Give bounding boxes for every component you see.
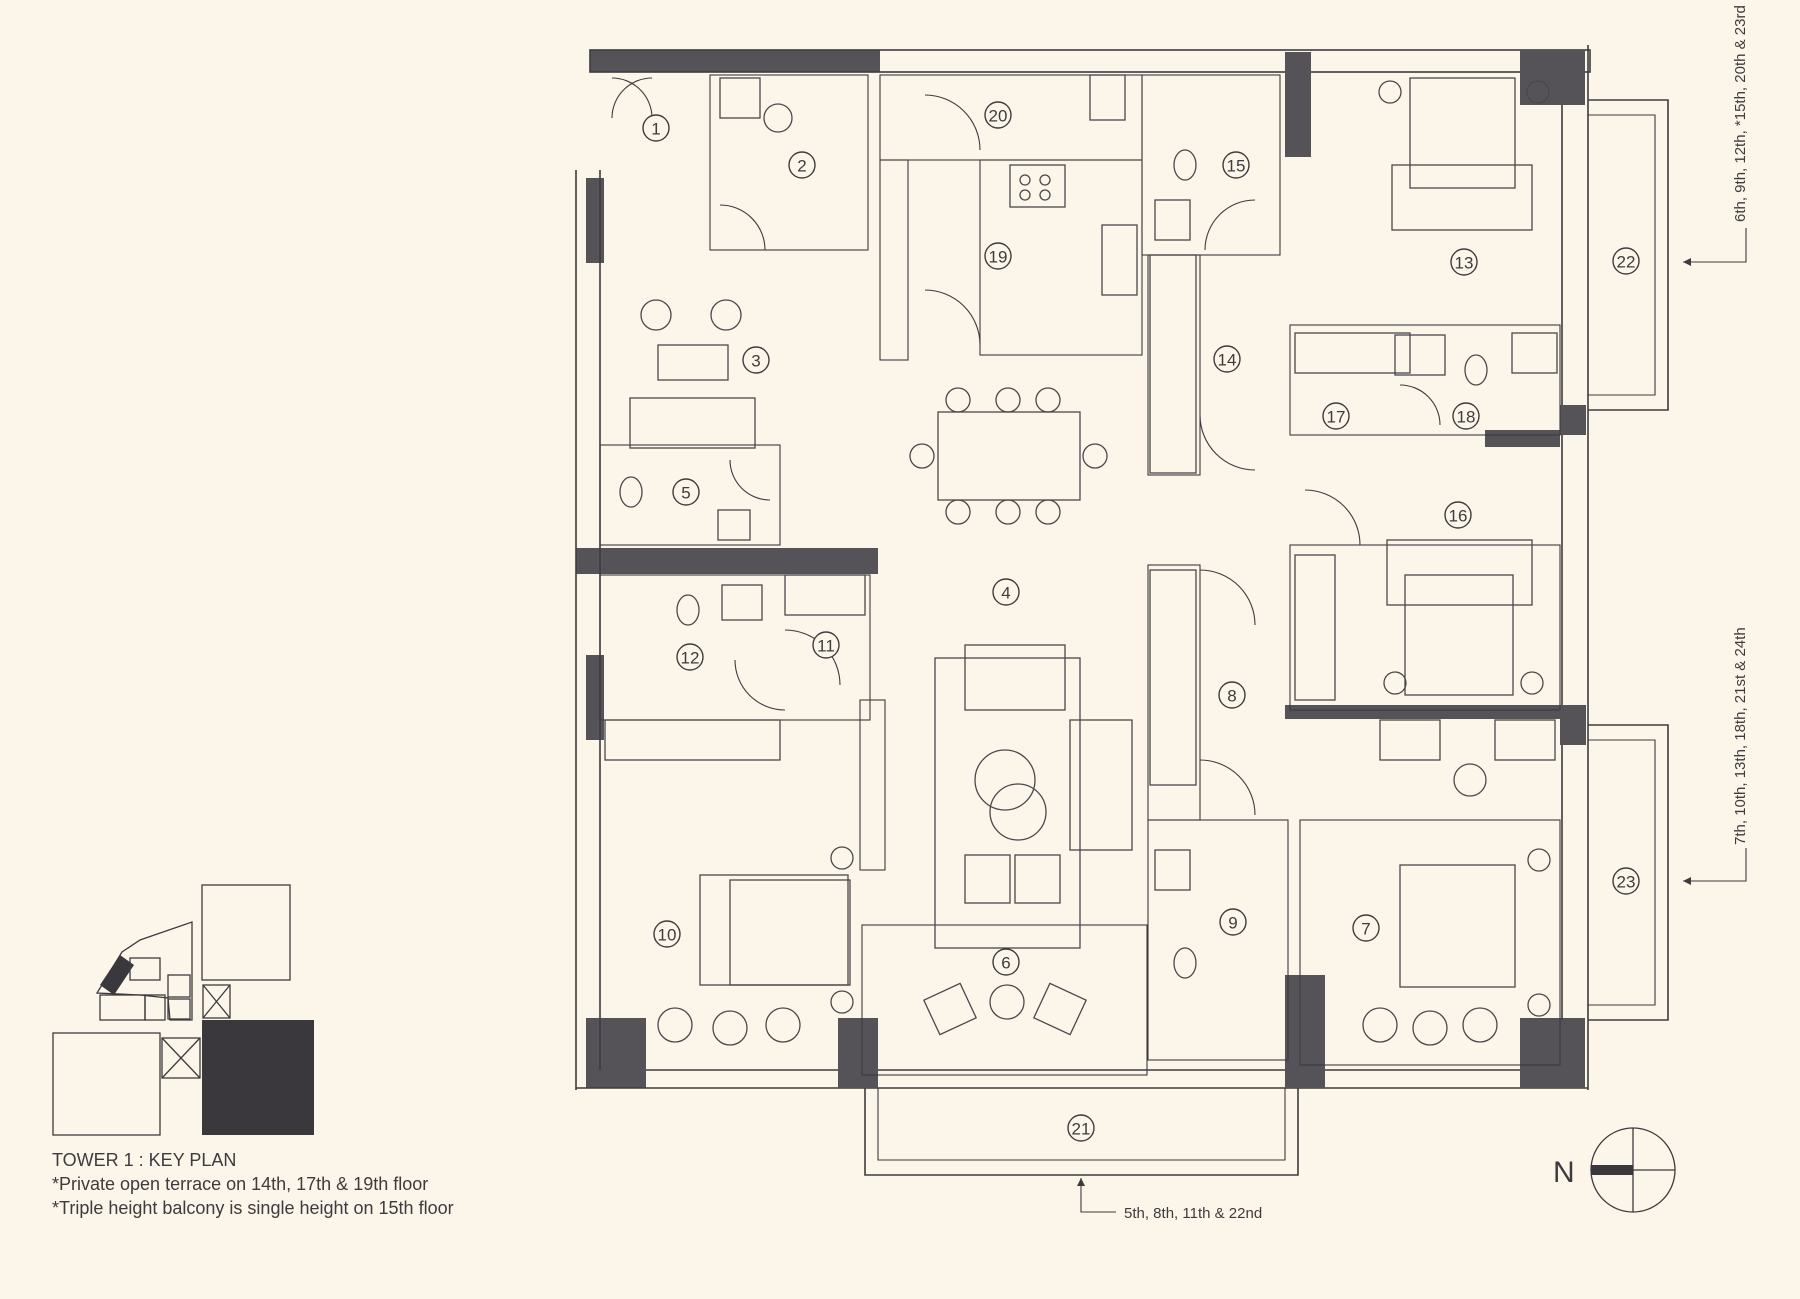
svg-text:17: 17	[1327, 408, 1346, 427]
svg-text:3: 3	[751, 352, 760, 371]
room-19-badge: 19	[984, 242, 1012, 270]
svg-text:7: 7	[1361, 920, 1370, 939]
room-6-badge: 6	[992, 948, 1020, 976]
note-terrace: *Private open terrace on 14th, 17th & 19…	[52, 1174, 429, 1194]
room-16-badge: 16	[1444, 501, 1472, 529]
svg-text:13: 13	[1455, 254, 1474, 273]
room-10-badge: 10	[653, 920, 681, 948]
svg-text:12: 12	[681, 649, 700, 668]
key-plan	[52, 884, 314, 1136]
room-3-badge: 3	[742, 346, 770, 374]
balcony-21-callout: 5th, 8th, 11th & 22nd	[1124, 1205, 1262, 1222]
room-11-badge: 11	[812, 631, 840, 659]
furniture	[604, 74, 1558, 1046]
svg-text:9: 9	[1228, 914, 1237, 933]
svg-text:4: 4	[1001, 584, 1010, 603]
svg-text:5: 5	[681, 484, 690, 503]
svg-text:14: 14	[1218, 351, 1237, 370]
svg-text:1: 1	[651, 120, 660, 139]
svg-text:23: 23	[1617, 873, 1636, 892]
key-plan-title: TOWER 1 : KEY PLAN	[52, 1150, 237, 1170]
interior-walls	[599, 74, 1669, 1176]
room-15-badge: 15	[1222, 151, 1250, 179]
room-4-badge: 4	[992, 578, 1020, 606]
room-13-badge: 13	[1450, 248, 1478, 276]
room-21-badge: 21	[1067, 1114, 1095, 1142]
svg-text:11: 11	[817, 637, 835, 656]
room-23-badge: 23	[1612, 867, 1640, 895]
floor-callouts: 6th, 9th, 12th, *15th, 20th & 23rd 7th, …	[1077, 5, 1749, 1222]
svg-text:10: 10	[658, 926, 677, 945]
svg-text:18: 18	[1457, 408, 1476, 427]
svg-text:6: 6	[1001, 954, 1010, 973]
room-7-badge: 7	[1352, 914, 1380, 942]
svg-text:16: 16	[1449, 507, 1468, 526]
room-badges: 1 2 3 4 5 6 7 8 9 10 11 12 13 14 15 16 1…	[642, 101, 1640, 1142]
north-compass: N	[1553, 1127, 1676, 1213]
room-5-badge: 5	[672, 478, 700, 506]
room-2-badge: 2	[788, 151, 816, 179]
room-9-badge: 9	[1219, 908, 1247, 936]
svg-text:15: 15	[1227, 157, 1246, 176]
room-17-badge: 17	[1322, 402, 1350, 430]
svg-text:22: 22	[1617, 253, 1636, 272]
compass-n-label: N	[1553, 1156, 1575, 1189]
svg-text:20: 20	[989, 107, 1008, 126]
svg-text:2: 2	[797, 157, 806, 176]
outer-walls	[575, 45, 1591, 1090]
terrace-22-callout: 6th, 9th, 12th, *15th, 20th & 23rd	[1732, 5, 1749, 222]
room-18-badge: 18	[1452, 402, 1480, 430]
svg-text:19: 19	[989, 248, 1008, 267]
plan-notes: TOWER 1 : KEY PLAN *Private open terrace…	[52, 1148, 454, 1220]
svg-text:8: 8	[1227, 687, 1236, 706]
terrace-23-callout: 7th, 10th, 13th, 18th, 21st & 24th	[1732, 627, 1749, 845]
room-14-badge: 14	[1213, 345, 1241, 373]
room-1-badge: 1	[642, 114, 670, 142]
room-12-badge: 12	[676, 643, 704, 671]
room-8-badge: 8	[1218, 681, 1246, 709]
note-balcony: *Triple height balcony is single height …	[52, 1198, 454, 1218]
svg-text:21: 21	[1072, 1120, 1091, 1139]
room-22-badge: 22	[1612, 247, 1640, 275]
door-swings	[611, 77, 1441, 816]
room-20-badge: 20	[984, 101, 1012, 129]
